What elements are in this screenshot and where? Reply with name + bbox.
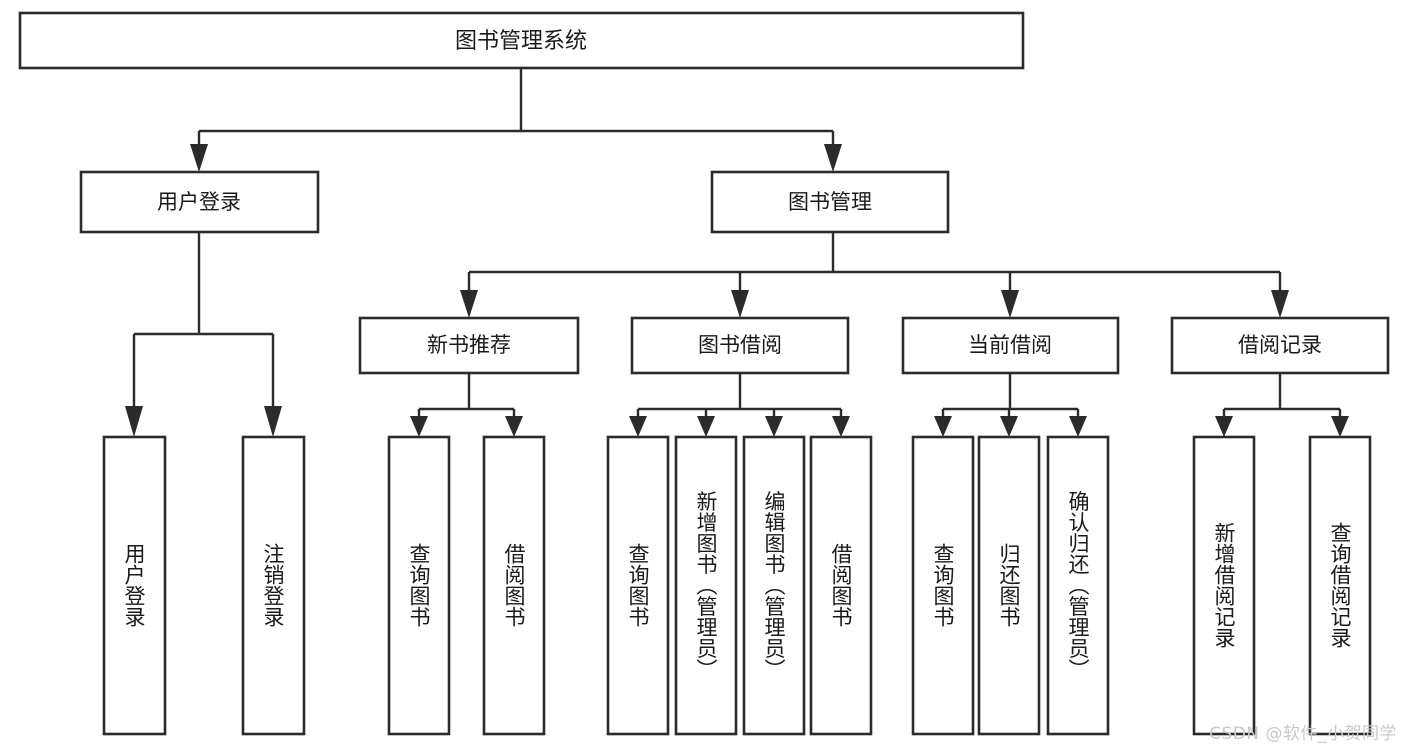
node-user-login-box: [79, 170, 320, 234]
node-root-box: [18, 11, 1025, 70]
connector-group-currentborrow-to-leaves: [934, 373, 1087, 437]
node-leaf-logout-label: 注销登录: [261, 543, 285, 627]
node-leaf-user-login-box: [102, 435, 167, 736]
arrow-head-to-book-management: [824, 144, 842, 172]
node-user-login-label: 用户登录: [157, 190, 241, 214]
arrow-head-to-new-book-recommend: [460, 290, 478, 318]
node-user-login[interactable]: 用户登录: [79, 170, 320, 234]
connector-group-newbook-to-leaves: [410, 373, 523, 437]
arrow-head-to-leaf-borrow-book-a: [505, 416, 523, 437]
node-leaf-borrow-book-newbook-label: 借阅图书: [502, 543, 526, 627]
connector-group-bookborrow-to-leaves: [629, 373, 850, 437]
node-borrow-records-box: [1170, 316, 1390, 375]
node-leaf-add-borrow-record-label: 新增借阅记录: [1212, 522, 1236, 648]
node-leaf-return-book-box: [977, 435, 1041, 736]
node-leaf-edit-book-admin[interactable]: 编辑图书（管理员）: [742, 435, 806, 736]
node-leaf-user-login[interactable]: 用户登录: [102, 435, 167, 736]
node-current-borrow[interactable]: 当前借阅: [901, 316, 1120, 375]
arrow-head-to-leaf-add-book: [697, 416, 715, 437]
node-leaf-query-book-borrow-label: 查询图书: [626, 543, 650, 627]
node-leaf-edit-book-admin-box: [742, 435, 806, 736]
node-leaf-borrow-book-newbook[interactable]: 借阅图书: [482, 435, 546, 736]
node-leaf-logout[interactable]: 注销登录: [241, 435, 306, 736]
arrow-head-to-leaf-confirm-return: [1069, 416, 1087, 437]
arrow-head-to-leaf-query-record: [1331, 416, 1349, 437]
arrow-head-to-leaf-edit-book: [765, 416, 783, 437]
node-book-management-box: [710, 170, 950, 234]
arrow-head-to-leaf-logout: [264, 406, 282, 437]
arrow-head-to-leaf-borrow-book-b: [832, 416, 850, 437]
node-root-book-management-system[interactable]: 图书管理系统: [18, 11, 1025, 70]
connector-group-bookmanagement-to-level3: [460, 232, 1289, 318]
node-leaf-query-book-current-label: 查询图书: [931, 543, 955, 627]
arrow-head-to-leaf-user-login: [125, 406, 143, 437]
arrow-head-to-book-borrow: [731, 290, 749, 318]
node-book-borrow-label: 图书借阅: [698, 333, 782, 357]
node-leaf-query-book-newbook[interactable]: 查询图书: [387, 435, 451, 736]
node-new-book-recommend-label: 新书推荐: [427, 333, 511, 357]
node-book-management-label: 图书管理: [788, 190, 872, 214]
node-leaf-borrow-book-borrow-label: 借阅图书: [829, 543, 853, 627]
node-leaf-query-book-newbook-label: 查询图书: [407, 543, 431, 627]
node-book-management[interactable]: 图书管理: [710, 170, 950, 234]
node-current-borrow-label: 当前借阅: [968, 333, 1052, 357]
node-leaf-logout-box: [241, 435, 306, 736]
connector-group-borrowrecords-to-leaves: [1215, 373, 1349, 437]
arrow-head-to-leaf-return-book: [1000, 416, 1018, 437]
node-leaf-query-book-current-box: [911, 435, 975, 736]
arrow-head-to-leaf-query-book-a: [410, 416, 428, 437]
node-leaf-add-book-admin-box: [674, 435, 738, 736]
arrow-head-to-leaf-query-book-c: [934, 416, 952, 437]
node-leaf-add-borrow-record-box: [1192, 435, 1256, 736]
arrow-head-to-current-borrow: [1001, 290, 1019, 318]
node-leaf-query-borrow-record[interactable]: 查询借阅记录: [1308, 435, 1372, 736]
arrow-head-to-user-login: [190, 144, 208, 172]
node-book-borrow[interactable]: 图书借阅: [630, 316, 850, 375]
node-leaf-borrow-book-borrow[interactable]: 借阅图书: [809, 435, 873, 736]
arrow-head-to-leaf-add-record: [1215, 416, 1233, 437]
node-leaf-user-login-label: 用户登录: [122, 543, 146, 627]
node-borrow-records-label: 借阅记录: [1238, 333, 1322, 357]
node-leaf-query-borrow-record-box: [1308, 435, 1372, 736]
connector-group-root-to-level2: [190, 68, 842, 172]
arrow-head-to-borrow-records: [1271, 290, 1289, 318]
node-leaf-return-book[interactable]: 归还图书: [977, 435, 1041, 736]
node-leaf-query-book-current[interactable]: 查询图书: [911, 435, 975, 736]
node-leaf-query-book-borrow[interactable]: 查询图书: [606, 435, 670, 736]
node-new-book-recommend[interactable]: 新书推荐: [358, 316, 580, 375]
node-leaf-add-book-admin-label: 新增图书（管理员）: [694, 491, 718, 680]
node-leaf-borrow-book-borrow-box: [809, 435, 873, 736]
node-leaf-return-book-label: 归还图书: [997, 543, 1021, 627]
csdn-watermark: CSDN @软件_小贺同学: [1209, 724, 1397, 744]
node-leaf-query-borrow-record-label: 查询借阅记录: [1328, 522, 1352, 648]
node-leaf-edit-book-admin-label: 编辑图书（管理员）: [762, 491, 786, 680]
node-leaf-confirm-return-admin-box: [1046, 435, 1110, 736]
node-new-book-recommend-box: [358, 316, 580, 375]
node-book-borrow-box: [630, 316, 850, 375]
node-borrow-records[interactable]: 借阅记录: [1170, 316, 1390, 375]
node-leaf-query-book-newbook-box: [387, 435, 451, 736]
node-leaf-confirm-return-admin-label: 确认归还（管理员）: [1066, 491, 1090, 680]
arrow-head-to-leaf-query-book-b: [629, 416, 647, 437]
node-leaf-add-book-admin[interactable]: 新增图书（管理员）: [674, 435, 738, 736]
node-leaf-query-book-borrow-box: [606, 435, 670, 736]
node-leaf-add-borrow-record[interactable]: 新增借阅记录: [1192, 435, 1256, 736]
node-leaf-confirm-return-admin[interactable]: 确认归还（管理员）: [1046, 435, 1110, 736]
node-current-borrow-box: [901, 316, 1120, 375]
connector-group-userlogin-to-leaves: [125, 232, 282, 437]
node-root-label: 图书管理系统: [455, 29, 587, 54]
node-leaf-borrow-book-newbook-box: [482, 435, 546, 736]
